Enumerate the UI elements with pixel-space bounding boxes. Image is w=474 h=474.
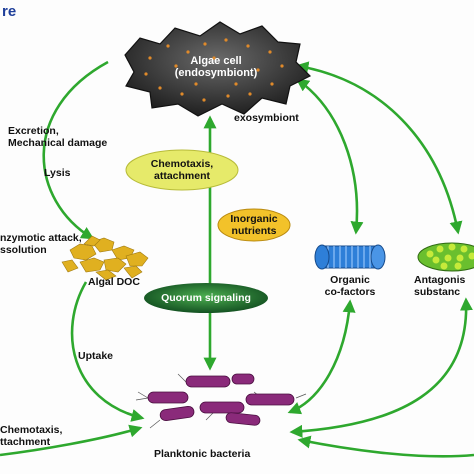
chemotaxis-attachment-label: Chemotaxis, attachment: [142, 158, 222, 182]
chemotaxis-attachment-line2: attachment: [153, 170, 210, 182]
arrow-left-return: [0, 424, 143, 457]
organic-cofactors-label: Organic co-factors: [318, 274, 382, 298]
antagonistic-disc: [417, 242, 474, 272]
cofactor-cylinder: [314, 244, 386, 270]
enzymatic-attack-line1: nzymotic attack,: [0, 232, 82, 244]
arrow-right-return: [297, 435, 474, 458]
chemotaxis-ellipse: [125, 149, 239, 191]
arrow-cell-antagonistic: [295, 61, 463, 235]
excretion-label-line2: Mechanical damage: [8, 137, 108, 149]
planktonic-bacteria-label: Planktonic bacteria: [154, 448, 251, 460]
inorganic-nutrients-label: Inorganic nutrients: [222, 213, 286, 237]
algal-doc-particles: [61, 235, 149, 281]
arrow-cell-cofactors: [295, 78, 364, 235]
algae-cell-label-line1: Algae cell: [190, 55, 242, 67]
algae-cell-label-line2: (endosymbiont): [174, 67, 258, 79]
organic-cofactors-line1: Organic: [330, 274, 370, 286]
algae-cell: [124, 21, 312, 117]
antagonistic-substances-line2: substanc: [414, 286, 461, 298]
organic-cofactors-line2: co-factors: [324, 286, 376, 298]
chemotaxis-attachment-bottom-label: Chemotaxis, ttachment: [0, 424, 62, 448]
excretion-label-line1: Excretion,: [8, 125, 59, 137]
lysis-label: Lysis: [44, 167, 71, 179]
chemotaxis-bottom-line1: Chemotaxis,: [0, 424, 63, 436]
planktonic-bacteria-cells: [135, 373, 307, 429]
arrow-cofactors-to-bacteria: [287, 299, 356, 415]
excretion-label: Excretion, Mechanical damage: [8, 125, 107, 149]
exosymbiont-label: exosymbiont: [234, 112, 299, 124]
enzymatic-attack-line2: ssolution: [0, 244, 47, 256]
algal-doc-label: Algal DOC: [88, 276, 140, 288]
algae-cell-label: Algae cell (endosymbiont): [168, 55, 264, 79]
chemotaxis-attachment-line1: Chemotaxis,: [150, 158, 214, 170]
antagonistic-substances-label: Antagonis substanc: [414, 274, 465, 298]
corner-title-fragment: re: [2, 3, 17, 20]
inorganic-ellipse: [217, 208, 291, 242]
quorum-signaling-label: Quorum signaling: [161, 292, 251, 304]
arrow-cell-to-doc: [42, 60, 109, 240]
arrow-doc-to-bacteria: [70, 281, 145, 422]
arrow-antagonistic-to-bacteria: [289, 297, 473, 438]
enzymatic-attack-label: nzymotic attack, ssolution: [0, 232, 82, 256]
antagonistic-substances-line1: Antagonis: [414, 274, 466, 286]
quorum-ellipse: [144, 283, 268, 313]
inorganic-nutrients-line1: Inorganic: [230, 213, 278, 225]
chemotaxis-bottom-line2: ttachment: [0, 436, 51, 448]
uptake-label: Uptake: [78, 350, 114, 362]
inorganic-nutrients-line2: nutrients: [231, 225, 277, 237]
